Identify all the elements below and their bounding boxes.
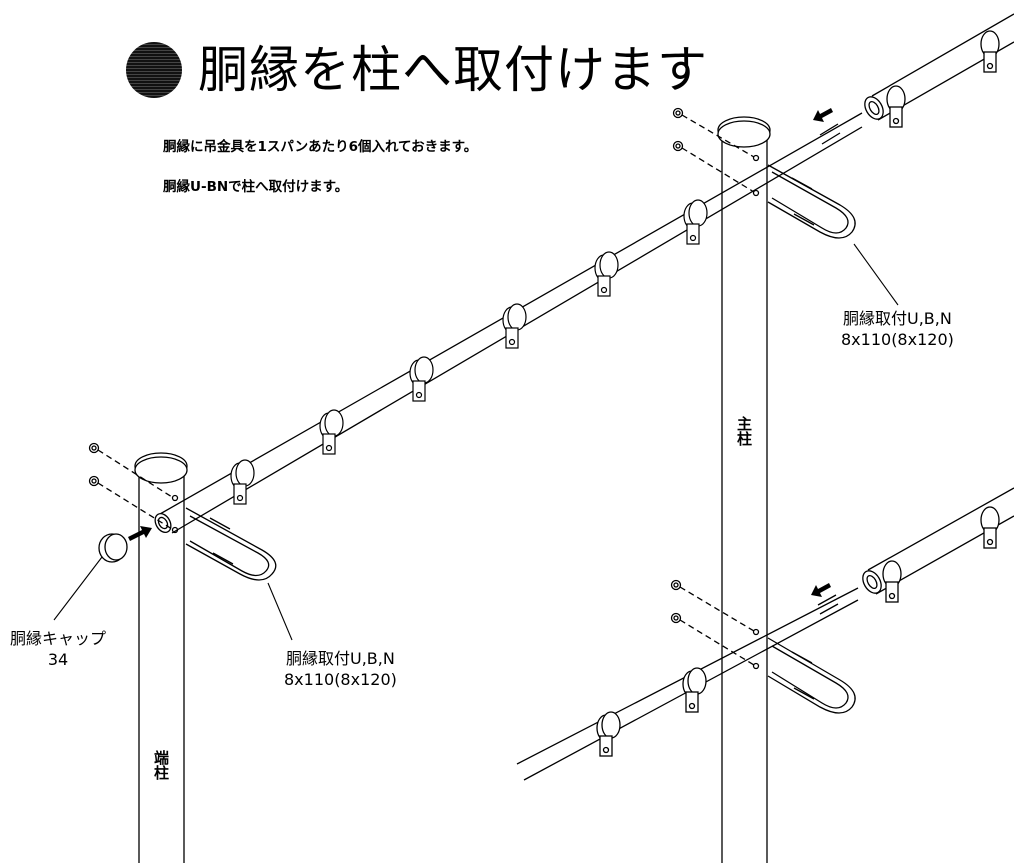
label-main-post: 主柱 xyxy=(735,416,753,446)
rail-cap xyxy=(98,533,128,563)
callout-bolt-top-name: 胴縁取付U,B,N xyxy=(843,309,952,328)
callout-bolt-top: 胴縁取付U,B,N 8x110(8x120) xyxy=(841,308,954,350)
callout-bolt-top-size: 8x110(8x120) xyxy=(841,330,954,349)
leader-bolt-top xyxy=(853,243,899,306)
callout-cap-name: 胴縁キャップ xyxy=(10,629,107,648)
title-text: 胴縁を柱へ取付けます xyxy=(198,41,708,99)
title-bullet-icon xyxy=(126,42,182,98)
leader-cap xyxy=(53,556,103,621)
lower-right-rail xyxy=(862,487,1014,603)
direction-arrows xyxy=(128,108,833,597)
label-end-post: 端柱 xyxy=(152,750,170,780)
end-post xyxy=(134,452,188,863)
callout-cap-size: 34 xyxy=(47,650,69,669)
hanger-clips-upper xyxy=(230,199,708,505)
u-bolt-main-post-bottom xyxy=(767,637,856,714)
note-2: 胴縁U-BNで柱へ取付けます。 xyxy=(163,179,349,195)
leader-bolt-bottom xyxy=(267,582,293,641)
note-1: 胴縁に吊金具を1スパンあたり6個入れておきます。 xyxy=(163,139,478,155)
upper-right-rail xyxy=(864,13,1014,128)
arrow-rail-bottom xyxy=(811,583,831,597)
arrow-rail-top xyxy=(813,108,833,122)
u-bolt-end-post xyxy=(185,507,277,581)
callout-bolt-bottom-name: 胴縁取付U,B,N xyxy=(286,649,395,668)
lower-rail xyxy=(516,587,859,781)
nuts-and-guides xyxy=(88,107,755,666)
u-bolt-main-post-top xyxy=(767,164,856,239)
leader-lines xyxy=(53,243,899,641)
main-post xyxy=(717,116,771,863)
callout-bolt-bottom-size: 8x110(8x120) xyxy=(284,670,397,689)
page-title: 胴縁を柱へ取付けます xyxy=(126,40,708,100)
callout-cap: 胴縁キャップ 34 xyxy=(10,628,106,670)
arrow-cap xyxy=(128,526,152,541)
callout-bolt-bottom: 胴縁取付U,B,N 8x110(8x120) xyxy=(284,648,397,690)
